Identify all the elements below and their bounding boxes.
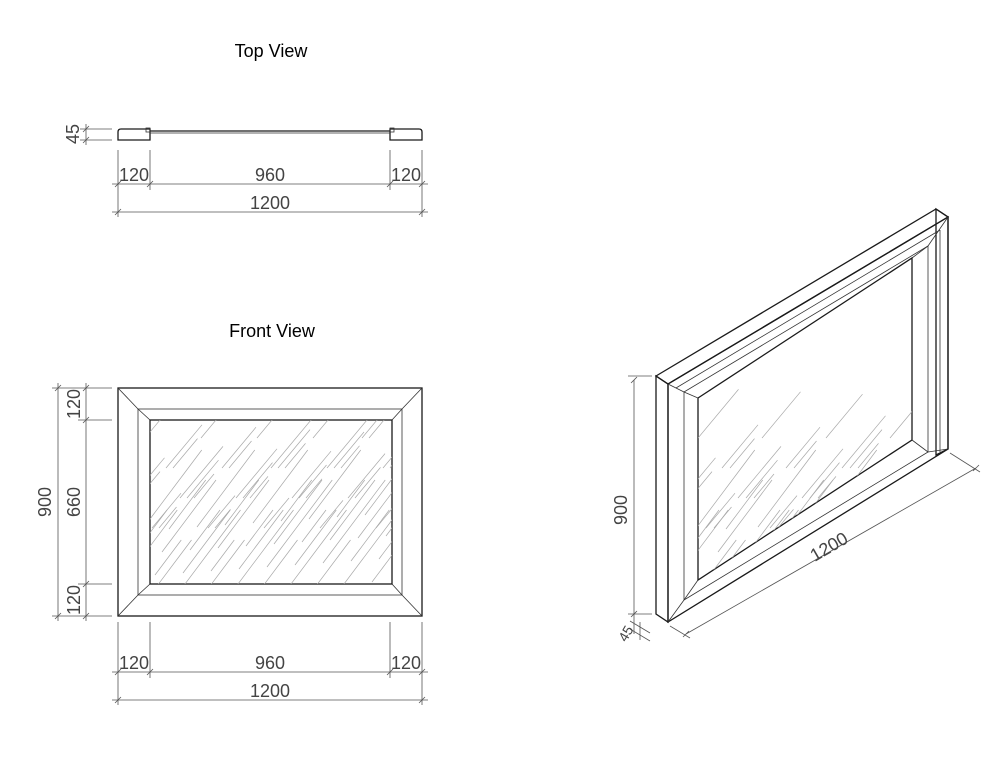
top-view-thickness-label: 45 (63, 124, 83, 144)
top-view-thickness-dimension: 45 (63, 124, 112, 145)
front-view-frame (117, 387, 423, 617)
front-view-glass-height-label: 660 (64, 487, 84, 517)
top-view-title: Top View (235, 41, 309, 61)
front-view-title: Front View (229, 321, 316, 341)
top-view-left-stile-label: 120 (119, 165, 149, 185)
iso-view-glass-hatch (698, 389, 912, 580)
front-view-bottom-rail-label: 120 (64, 585, 84, 615)
iso-view-width-dimension: 1200 (669, 452, 981, 639)
front-view-glass-hatch (150, 420, 392, 584)
iso-view-width-label: 1200 (807, 528, 852, 565)
iso-view-thickness-label: 45 (615, 623, 637, 645)
iso-view-height-label: 900 (611, 495, 631, 525)
front-view-height-dimensions: 900 120 660 120 (35, 383, 112, 621)
iso-view-thickness-dimension: 45 (615, 620, 651, 645)
top-view-overall-width-label: 1200 (250, 193, 290, 213)
iso-view-frame (654, 207, 950, 624)
iso-view-height-dimension: 900 (611, 375, 652, 634)
front-view-top-rail-label: 120 (64, 389, 84, 419)
top-view-right-stile-label: 120 (391, 165, 421, 185)
front-view-glass-width-label: 960 (255, 653, 285, 673)
top-view-width-dimensions: 120 960 120 1200 (112, 150, 428, 217)
top-view-glass-width-label: 960 (255, 165, 285, 185)
front-view-overall-width-label: 1200 (250, 681, 290, 701)
front-view-width-dimensions: 120 960 120 1200 (112, 622, 428, 705)
front-view-right-stile-label: 120 (391, 653, 421, 673)
front-view-overall-height-label: 900 (35, 487, 55, 517)
front-view-left-stile-label: 120 (119, 653, 149, 673)
top-view-section (117, 127, 423, 141)
